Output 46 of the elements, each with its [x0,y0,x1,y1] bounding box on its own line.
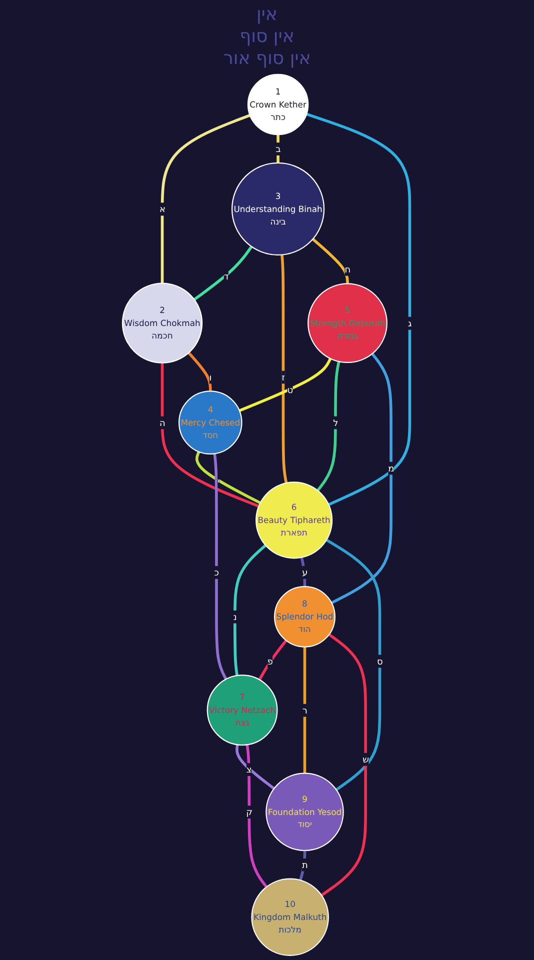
connector [258,640,288,680]
connector [276,134,280,163]
edge-label: א [159,204,166,214]
connector [326,538,382,791]
edge-label: ג [408,318,412,329]
edge-label: ת [302,859,308,870]
edge-label: ס [377,656,383,667]
connector [160,362,260,508]
edge-label: ע [302,567,308,578]
connector [330,352,392,604]
edge-label: ה [160,417,166,428]
connector [213,453,228,680]
connector [300,557,306,587]
edge-label: צ [246,764,252,775]
connector [246,744,268,888]
edge-label: ר [302,704,308,716]
edge-label: ז [282,372,285,383]
edge-label: מ [388,462,394,474]
hebrew-heading: אין [256,4,278,26]
connector [303,646,306,774]
connector [160,114,250,284]
edge-label: ט [287,384,294,396]
connector [234,544,267,676]
edge-label: י [218,476,220,487]
edge-label: ד [224,271,229,282]
edge-label: כ [214,567,220,578]
hebrew-heading: אין סוף [240,26,294,48]
edge-label: ח [344,264,351,275]
connector [236,744,275,790]
edge-label: ל [333,417,338,428]
edge-label: פ [267,656,274,667]
connector [194,246,253,301]
connector [320,633,367,896]
edge-label: ק [246,806,253,818]
connector [280,254,288,484]
connector [306,112,412,506]
edge-label: נ [233,612,237,622]
hebrew-heading: אין סוף אור [223,48,311,70]
connector [312,238,349,284]
edge-label: ש [362,754,369,765]
edge-label: ו [209,372,212,383]
connector [316,361,340,492]
edge-label: ב [276,144,281,154]
connector [188,352,212,392]
connector [195,451,261,504]
connector [238,358,332,412]
